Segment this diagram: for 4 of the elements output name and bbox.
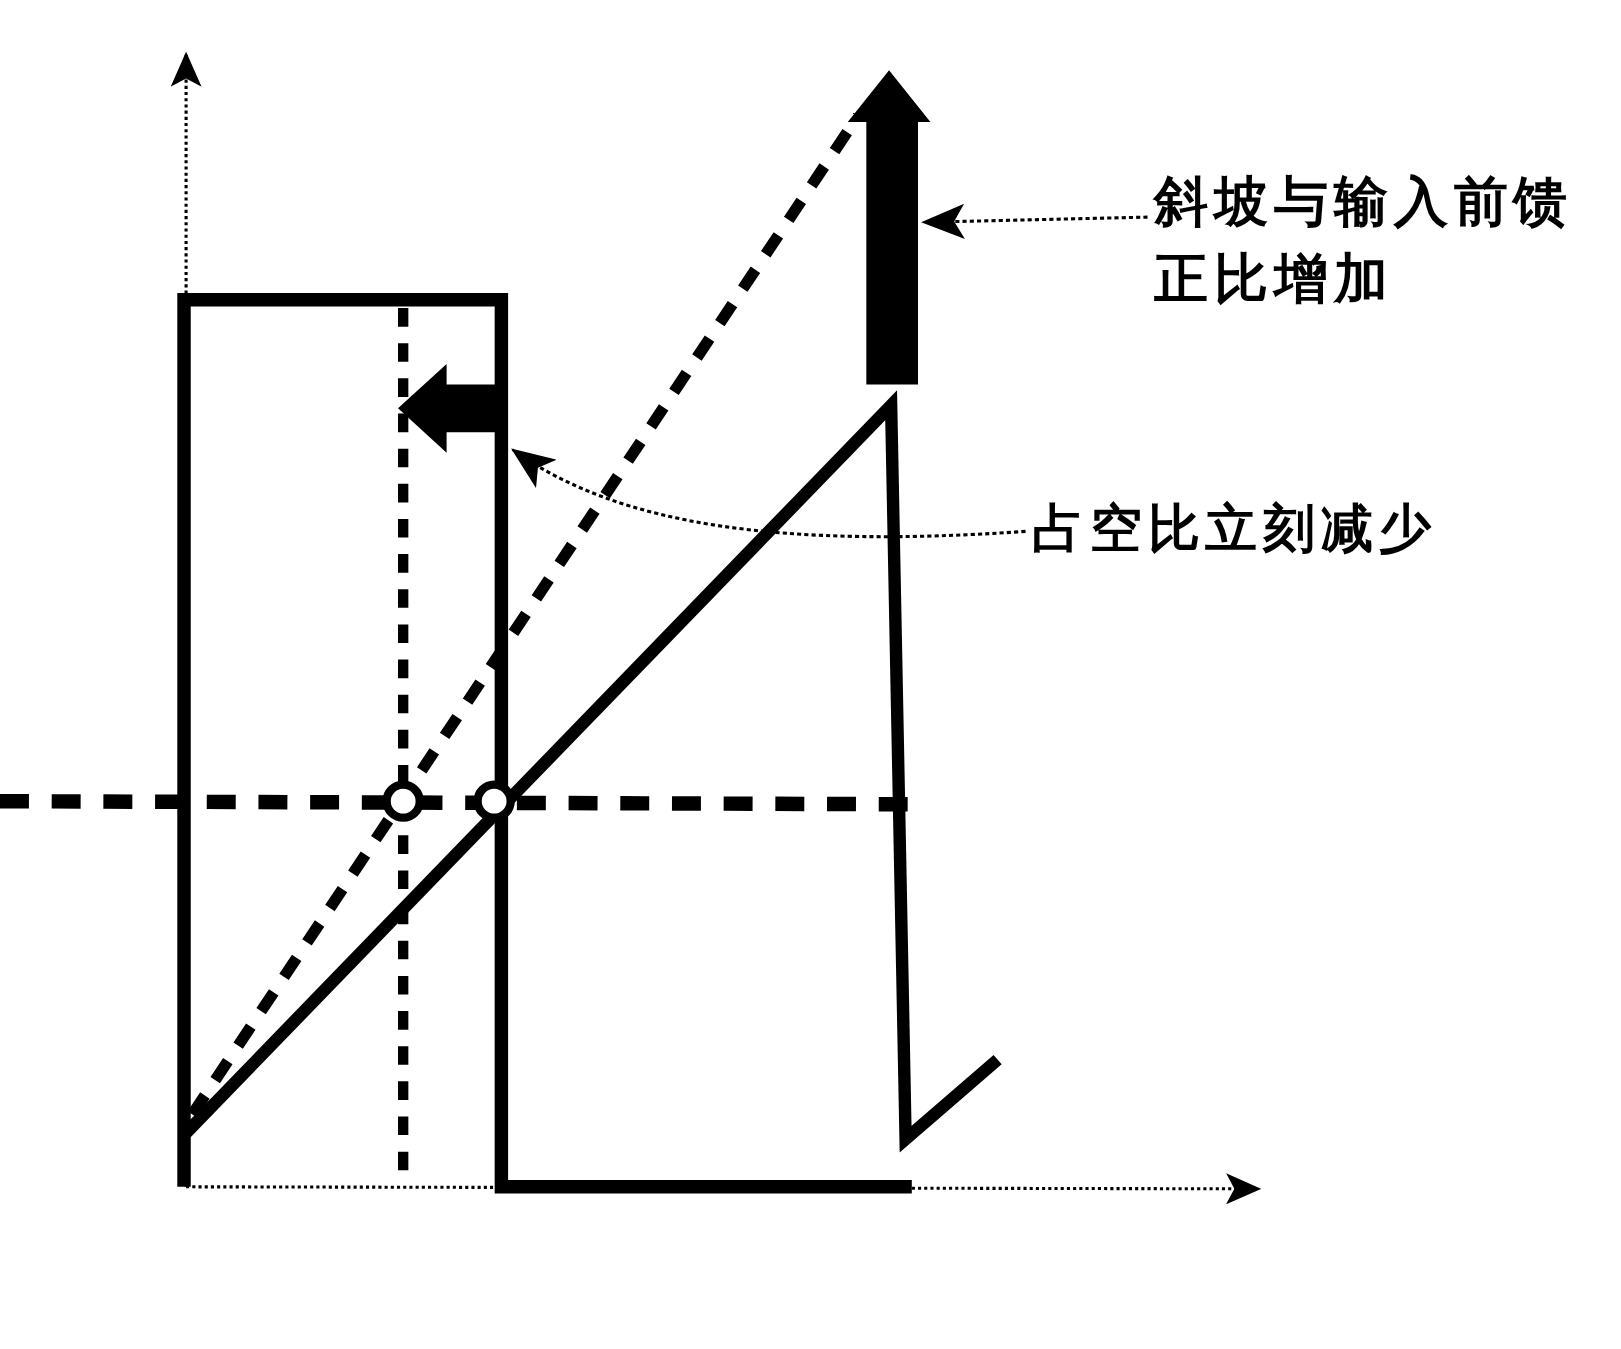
leader-line bbox=[511, 448, 1026, 539]
leader-line bbox=[921, 203, 1148, 239]
annotation-text: 斜坡与输入前馈正比增加 bbox=[1153, 163, 1588, 317]
annotation-text: 占空比立刻减少 bbox=[1031, 490, 1437, 567]
